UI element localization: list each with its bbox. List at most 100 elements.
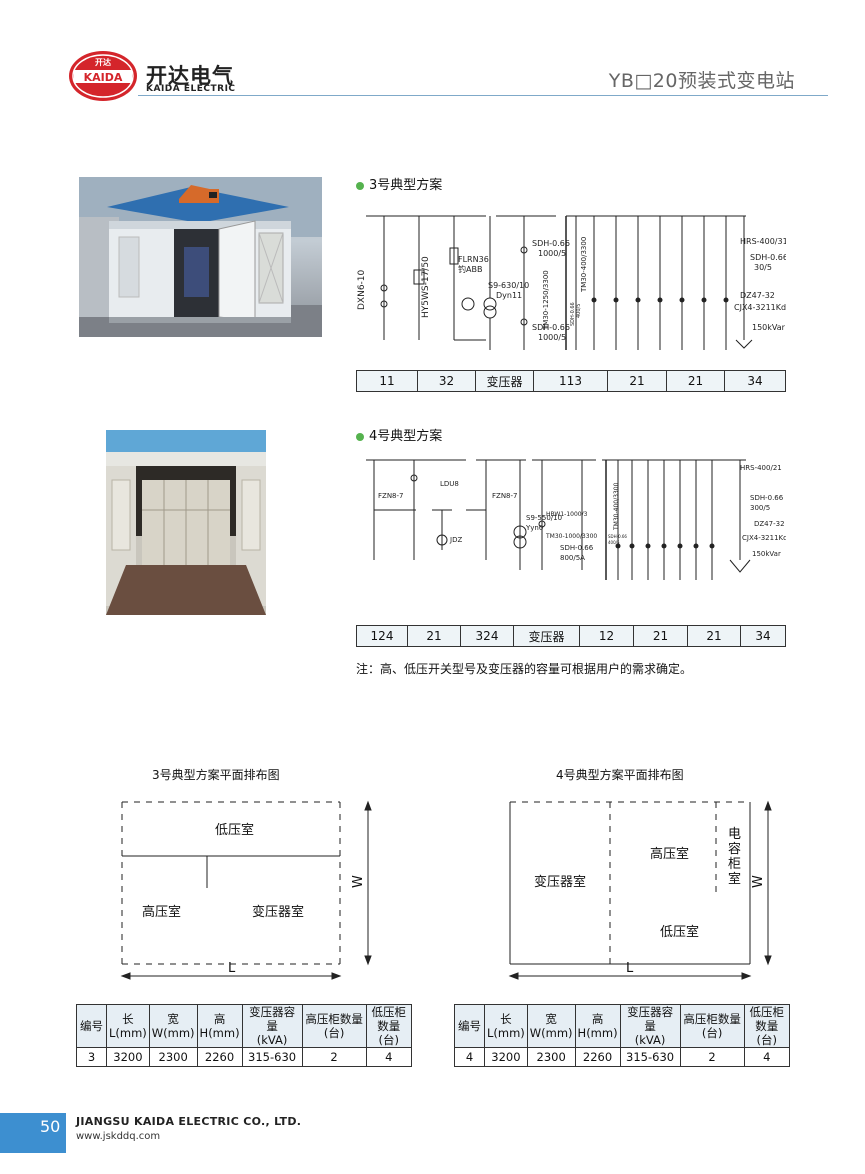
label-transformer-a: S9-550/10: [526, 514, 562, 522]
label-breaker1: HBW1-1000/3: [546, 511, 588, 518]
plan-4-title: 4号典型方案平面排布图: [556, 768, 684, 782]
label-sdh-r-b: 30/5: [754, 263, 772, 272]
header-rule: [138, 95, 828, 96]
column-header-text: 变压器容量: [249, 1005, 296, 1033]
table-cell: 34: [724, 370, 786, 392]
scheme-3-wiring-diagram: DXN6-10 HY5WS-17/50 FLRN36 钓ABB S9-630/1…: [357, 215, 786, 350]
label-cap: 150kVar: [752, 550, 781, 558]
label-transformer-a: S9-630/10: [488, 281, 529, 290]
column-header: 变压器容量(kVA): [619, 1004, 681, 1048]
column-header-text: 宽: [167, 1012, 179, 1026]
column-header-unit: H(mm): [199, 1026, 240, 1040]
label-small-ct: SDH-0.66: [570, 302, 576, 326]
column-header-text: 编号: [80, 1019, 103, 1033]
label-breaker2: TM30-1000/3300: [545, 533, 597, 540]
label-arrester: HY5WS-17/50: [421, 256, 431, 318]
column-header-unit: (台): [701, 1026, 723, 1040]
column-header-unit: W(mm): [151, 1026, 195, 1040]
column-header: 低压柜数量(台): [743, 1004, 791, 1048]
label-small-ct-2: 400/5: [576, 304, 582, 318]
column-header: 编号: [76, 1004, 107, 1048]
table-cell: 2260: [196, 1047, 243, 1067]
kaida-logo: KAIDA 开达: [69, 51, 137, 101]
label-dz: DZ47-32: [754, 520, 785, 528]
table-cell: 32: [417, 370, 476, 392]
label-small-b: 400/5: [608, 540, 620, 545]
footer-url[interactable]: www.jskddq.com: [76, 1131, 161, 1142]
plan-4-cap-room-2: 容: [728, 841, 741, 857]
plan-3-w-label: W: [351, 875, 366, 888]
table-row: 3 3200 2300 2260 315-630 2 4: [76, 1047, 413, 1067]
plan-3-low-room: 低压室: [215, 822, 254, 838]
label-small-a: SDH-0.66: [608, 534, 627, 539]
label-ct-b: 800/5A: [560, 554, 585, 562]
table-cell: 21: [633, 625, 688, 647]
plan-4-l-label: L: [626, 961, 634, 976]
column-header: 编号: [454, 1004, 485, 1048]
table-cell: 2300: [526, 1047, 576, 1067]
substation-photo-2: [106, 430, 266, 615]
footnote: 注：高、低压开关型号及变压器的容量可根据用户的需求确定。: [356, 662, 693, 676]
page-title: YB□20预装式变电站: [608, 70, 795, 92]
table-cell: 2260: [574, 1047, 621, 1067]
table-cell: 21: [666, 370, 725, 392]
label-jdz: JDZ: [449, 536, 462, 544]
brand-name-en: KAIDA ELECTRIC: [146, 84, 236, 94]
column-header-text: 宽: [545, 1012, 557, 1026]
table-cell: 2: [301, 1047, 367, 1067]
column-header-text: 高: [213, 1012, 226, 1026]
plan-4-layout: 变压器室 高压室 低压室 电 容 柜 室 W L: [508, 800, 772, 980]
table-cell: 12: [579, 625, 634, 647]
column-header: 高压柜数量(台): [301, 1004, 367, 1048]
label-dz: DZ47-32: [740, 291, 775, 300]
label-dxn: DXN6-10: [357, 269, 367, 310]
table-cell: 21: [687, 625, 741, 647]
scheme-4-cell-table: 124 21 324 变压器 12 21 21 34: [356, 625, 786, 647]
table-cell: 4: [454, 1047, 485, 1067]
column-header: 低压柜数量(台): [365, 1004, 413, 1048]
table-cell: 2300: [148, 1047, 198, 1067]
table-cell: 324: [460, 625, 514, 647]
table-cell: 124: [356, 625, 408, 647]
column-header-unit: W(mm): [529, 1026, 573, 1040]
logo-small-text: 开达: [95, 57, 111, 67]
label-transformer-b: Yyn0: [525, 524, 543, 532]
label-main-breaker: TM30-1250/3300: [542, 270, 550, 331]
column-header-unit: (kVA): [634, 1033, 666, 1047]
plan-4-low-room: 低压室: [660, 924, 699, 940]
column-header-text: 高压柜数量: [683, 1012, 741, 1026]
column-header: 高压柜数量(台): [679, 1004, 745, 1048]
plan-4-cap-room-1: 电: [728, 827, 741, 842]
column-header-unit: (台): [756, 1033, 778, 1047]
label-ldu: LDU8: [440, 480, 459, 488]
table-cell: 4: [365, 1047, 413, 1067]
bullet-dot-icon: [356, 181, 364, 190]
label-sdh-r-a: SDH-0.66: [750, 253, 786, 262]
table-cell: 3200: [484, 1047, 528, 1067]
column-header-text: 高: [591, 1012, 604, 1026]
table-cell: 315-630: [241, 1047, 303, 1067]
table-cell: 变压器: [475, 370, 534, 392]
column-header-text: 低压柜数量: [371, 1005, 407, 1033]
scheme-3-title-text: 3号典型方案: [369, 178, 443, 193]
page-number-box: [0, 1113, 66, 1153]
plan-3-transformer-room: 变压器室: [252, 904, 304, 920]
column-header-text: 编号: [458, 1019, 481, 1033]
column-header-text: 低压柜数量: [749, 1005, 785, 1033]
label-cj: CJX4-3211Kd: [734, 303, 786, 312]
label-ct-bot-b: 1000/5: [538, 333, 566, 342]
plan-4-w-label: W: [751, 875, 766, 888]
scheme-3-title: 3号典型方案: [356, 174, 442, 193]
plan-4-high-room: 高压室: [650, 846, 689, 862]
brand-name-cn: 开达电气: [146, 64, 234, 88]
plan-4-cap-room-4: 室: [728, 871, 741, 887]
